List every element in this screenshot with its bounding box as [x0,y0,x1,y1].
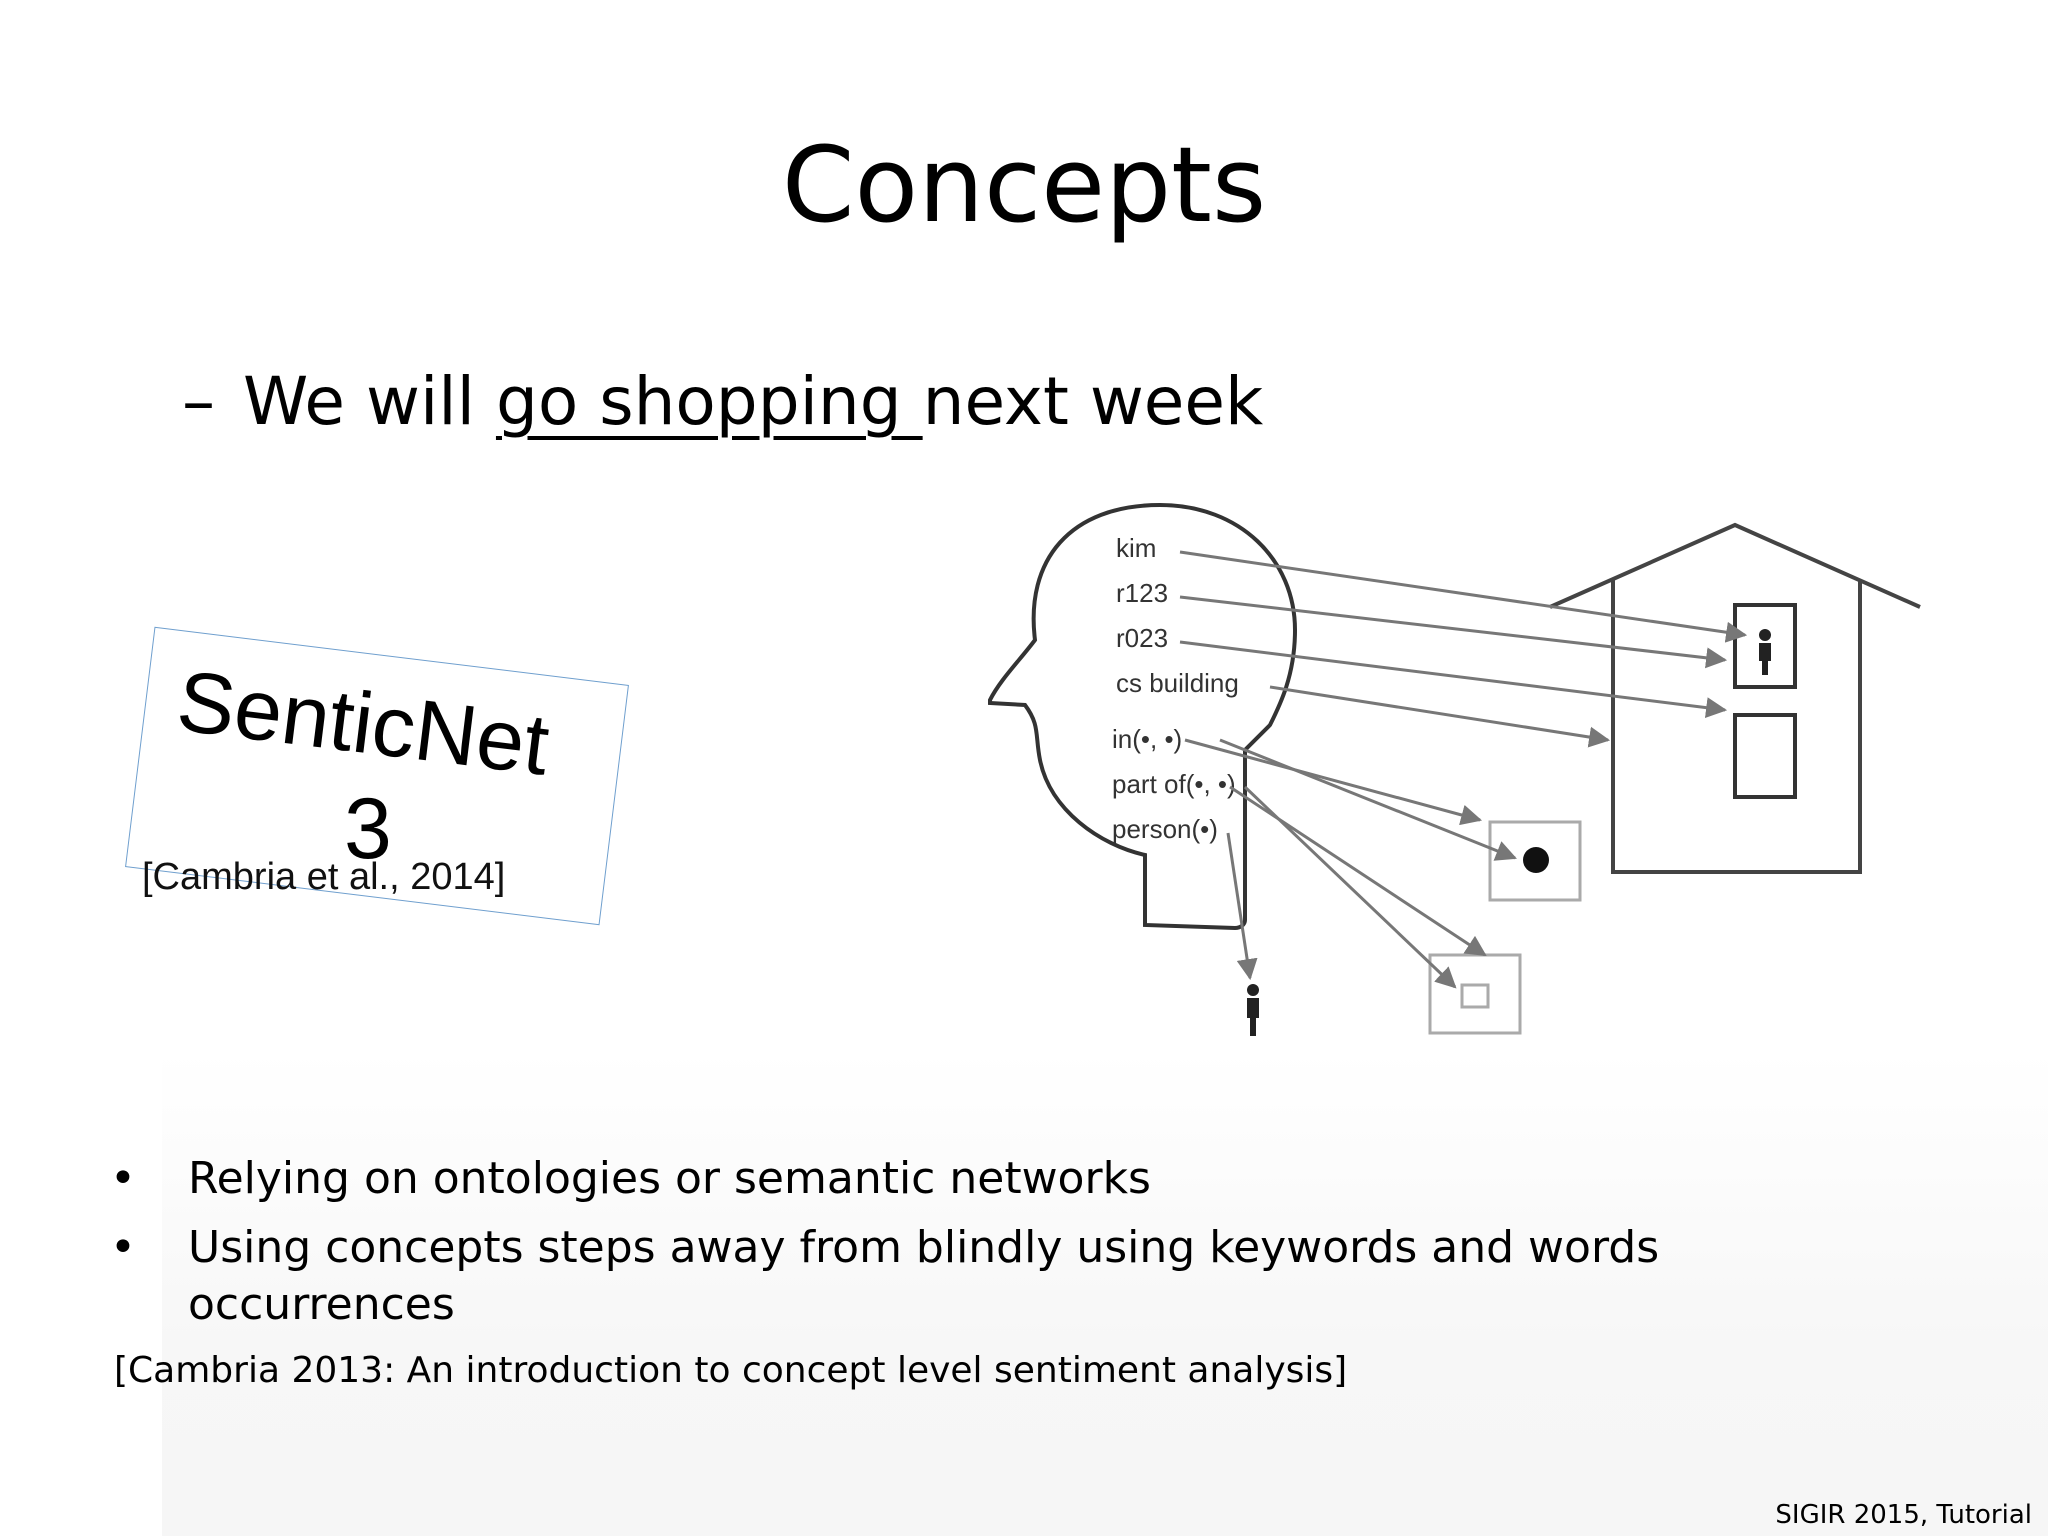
concept-diagram: kim r123 r023 cs building in(•, •) part … [988,502,1921,1036]
person-in-room-icon [1759,629,1771,675]
mapping-arrows [1179,550,1748,989]
dash-marker: – [182,363,215,440]
reference-citation: [Cambria 2013: An introduction to concep… [114,1350,1348,1391]
room-r023 [1733,713,1797,799]
diagram-label: kim [1116,533,1156,563]
bullet-marker: • [110,1153,136,1204]
bullet-list: • Relying on ontologies or semantic netwo… [110,1150,1710,1345]
person-icon [1247,984,1259,1036]
example-text-before: We will [243,363,496,440]
diagram-label: r023 [1116,623,1168,653]
diagram-label: person(•) [1112,814,1218,844]
diagram-label: r123 [1116,578,1168,608]
slide-footer: SIGIR 2015, Tutorial [1775,1500,2032,1530]
example-underlined-concept: go shopping [495,363,923,440]
concept-box-nested [1428,953,1522,1035]
room-r123 [1733,603,1797,689]
bullet-item: • Using concepts steps away from blindly … [110,1219,1710,1333]
slide-title: Concepts [781,124,1267,246]
house-outline [1549,522,1921,609]
senticnet-number: 3 [344,781,392,877]
bullet-text: Using concepts steps away from blindly u… [188,1222,1660,1330]
head-outline [988,502,1298,931]
bullet-marker: • [110,1222,136,1273]
bullet-text: Relying on ontologies or semantic networ… [188,1153,1151,1204]
diagram-label: part of(•, •) [1112,769,1236,799]
bullet-item: • Relying on ontologies or semantic netwo… [110,1150,1710,1207]
diagram-label: cs building [1116,668,1239,698]
concept-box-dot [1488,820,1582,902]
senticnet-citation: [Cambria et al., 2014] [142,856,506,898]
background-shading [162,1050,2048,1536]
example-text-after: next week [922,363,1264,440]
diagram-label: in(•, •) [1112,724,1182,754]
example-sentence: –We will go shopping next week [182,362,1263,441]
